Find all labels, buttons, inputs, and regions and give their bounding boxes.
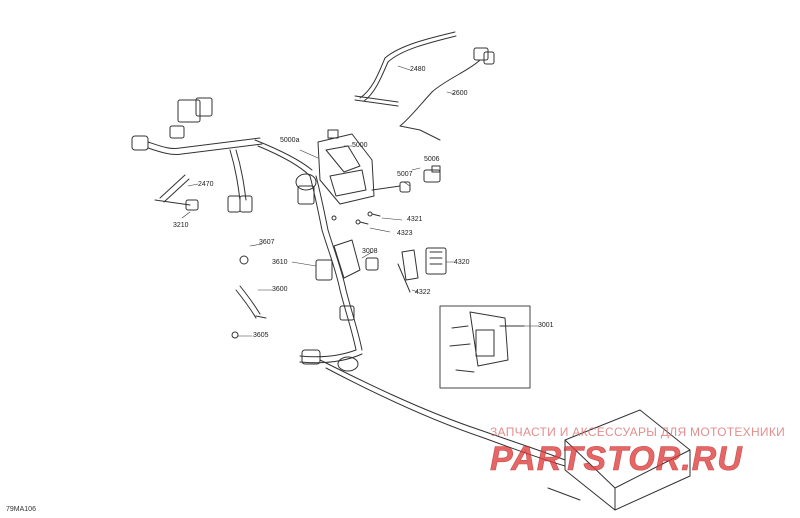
watermark-tagline: ЗАПЧАСТИ И АКСЕССУАРЫ ДЛЯ МОТОТЕХНИКИ (490, 425, 786, 439)
modules-4320-4322 (397, 247, 447, 293)
callout-3607: 3607 (259, 239, 275, 246)
middle-block (239, 239, 379, 281)
callout-2470: 2470 (198, 181, 214, 188)
callout-5006: 5006 (424, 156, 440, 163)
main-harness (227, 139, 363, 364)
detail-box-3001 (439, 305, 531, 389)
callout-5000a: 5000a (280, 137, 300, 144)
upper-left-connectors (131, 97, 263, 155)
cable-2480 (354, 31, 457, 107)
watermark-logo-text: PARTSTOR.RU (490, 440, 743, 478)
callout-2600: 2600 (452, 90, 468, 97)
callout-3001: 3001 (538, 322, 554, 329)
partstor-logo: PARTSTOR.RU (490, 440, 743, 479)
sensor-lead-2470 (154, 174, 199, 211)
battery (564, 409, 691, 511)
callout-2480: 2480 (410, 66, 426, 73)
callout-3610: 3610 (272, 259, 288, 266)
diagram-code: 79MA106 (6, 506, 36, 513)
bolts-4321-4323 (331, 211, 381, 225)
relay-5007 (371, 181, 411, 193)
ground-lead-3600 (231, 285, 267, 339)
leader-lines (181, 65, 539, 337)
callout-3605: 3605 (253, 332, 269, 339)
callout-5000: 5000 (352, 142, 368, 149)
callout-5007: 5007 (397, 171, 413, 178)
callout-3600: 3600 (272, 286, 288, 293)
callout-4322: 4322 (415, 289, 431, 296)
callout-4323: 4323 (397, 230, 413, 237)
callout-4321: 4321 (407, 216, 423, 223)
callout-3210: 3210 (173, 222, 189, 229)
lower-connectors (301, 305, 359, 372)
callout-4320: 4320 (454, 259, 470, 266)
cable-2600 (399, 47, 495, 141)
relay-5006 (423, 165, 441, 183)
module-5000 (317, 129, 375, 205)
battery-cable (319, 359, 581, 501)
callout-3008: 3008 (362, 248, 378, 255)
